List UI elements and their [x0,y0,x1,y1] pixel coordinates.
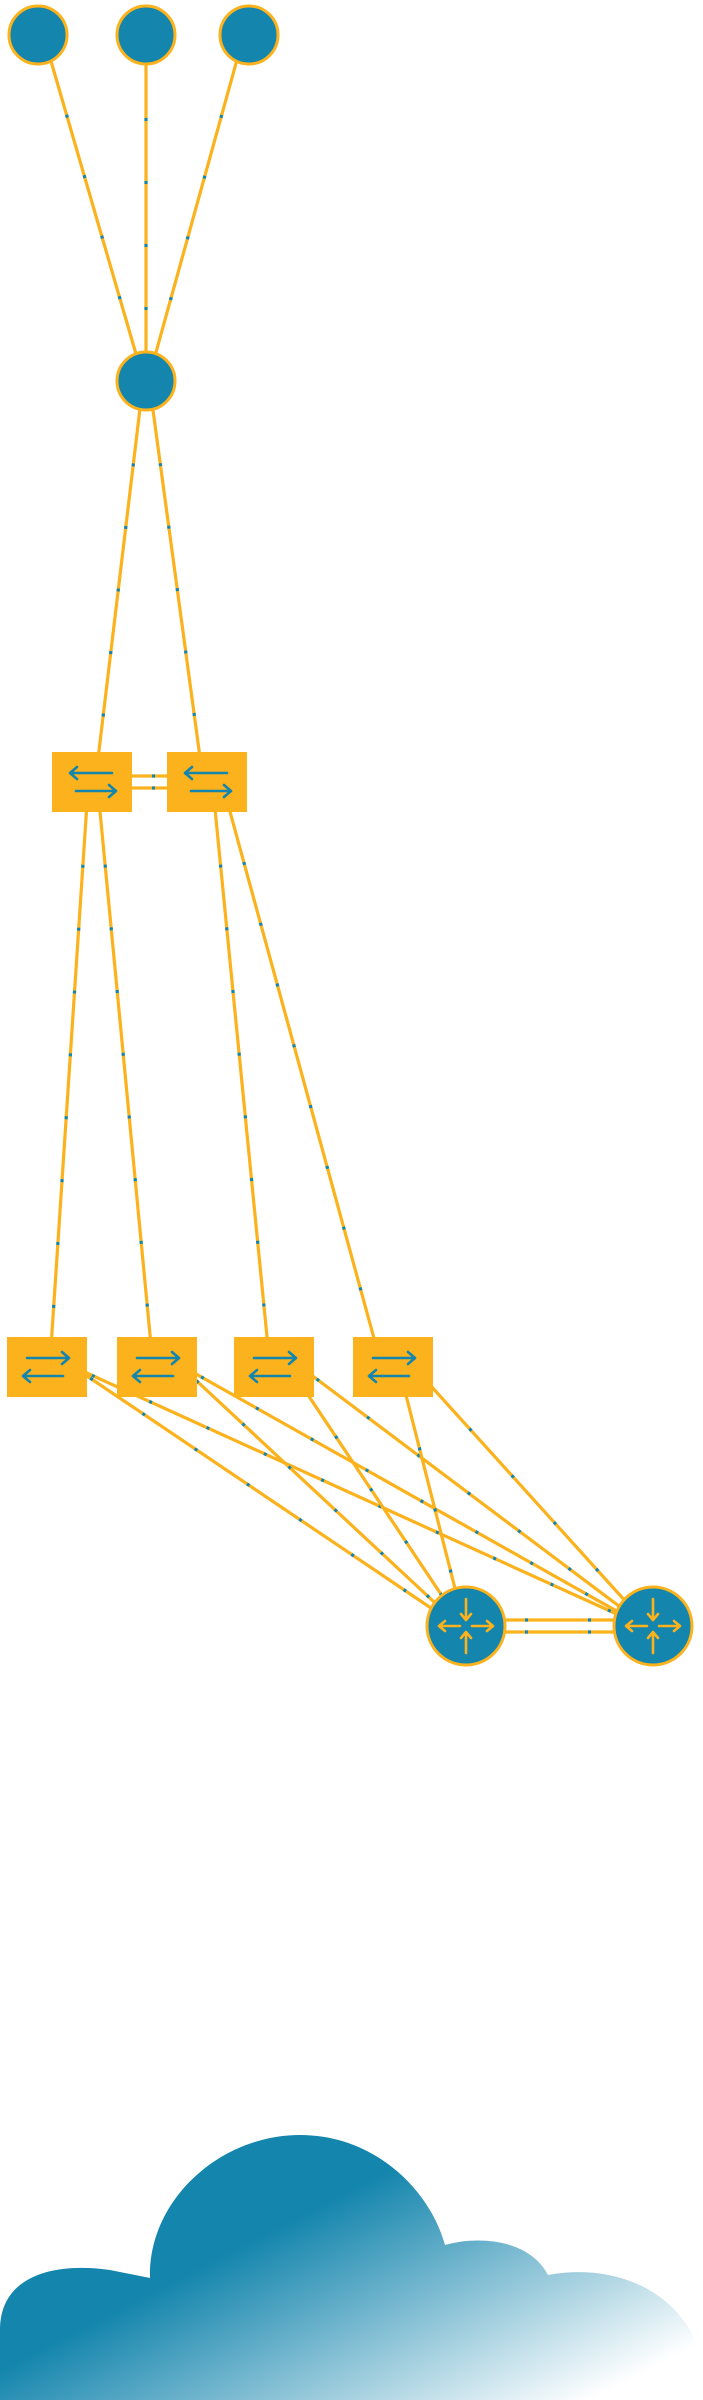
link-aggregator-to-core-switch-2 [147,379,205,784]
link-access-switch-2-to-router-2 [182,1365,645,1628]
aggregator[interactable] [115,350,177,412]
link-core-switch-2-to-access-switch-3 [210,780,272,1369]
link-access-switch-1-to-router-1 [72,1365,460,1628]
router-2[interactable] [612,1585,694,1667]
link-access-switch-3-to-router-2 [299,1365,648,1628]
core-switch-2[interactable] [167,752,247,812]
link-core-switch-2-to-access-switch-4 [220,780,384,1369]
link-aggregator-to-core-switch-1 [93,379,145,784]
endpoint-2[interactable] [115,4,177,66]
link-access-switch-3-to-router-1 [287,1365,464,1628]
router-1[interactable] [425,1585,507,1667]
endpoint-1[interactable] [7,4,69,66]
switch-arrows-icon [248,1350,298,1384]
switch-arrows-icon [21,1350,71,1384]
link-core-switch-1-to-access-switch-1 [48,780,91,1369]
switch-arrows-icon [183,765,233,799]
switch-arrows-icon [68,765,118,799]
link-endpoint-3-to-aggregator [146,33,246,383]
link-access-switch-1-to-router-2 [72,1365,645,1628]
endpoint-3[interactable] [218,4,280,66]
link-access-switch-2-to-router-1 [180,1365,462,1628]
link-core-switch-1-to-access-switch-2 [95,780,155,1369]
access-switch-4[interactable] [353,1337,433,1397]
nodes-layer [7,4,694,1667]
core-switch-1[interactable] [52,752,132,812]
link-endpoint-1-to-aggregator [41,33,146,383]
router-arrows-icon [624,1597,682,1655]
cloud-layer [0,2135,703,2400]
router-arrows-icon [437,1597,495,1655]
access-switch-1[interactable] [7,1337,87,1397]
access-switch-2[interactable] [117,1337,197,1397]
link-access-switch-4-to-router-2 [412,1365,650,1628]
switch-arrows-icon [367,1350,417,1384]
link-access-switch-4-to-router-1 [397,1365,467,1628]
cloud-icon [0,2135,703,2400]
links-layer [41,33,650,1634]
access-switch-3[interactable] [234,1337,314,1397]
switch-arrows-icon [131,1350,181,1384]
